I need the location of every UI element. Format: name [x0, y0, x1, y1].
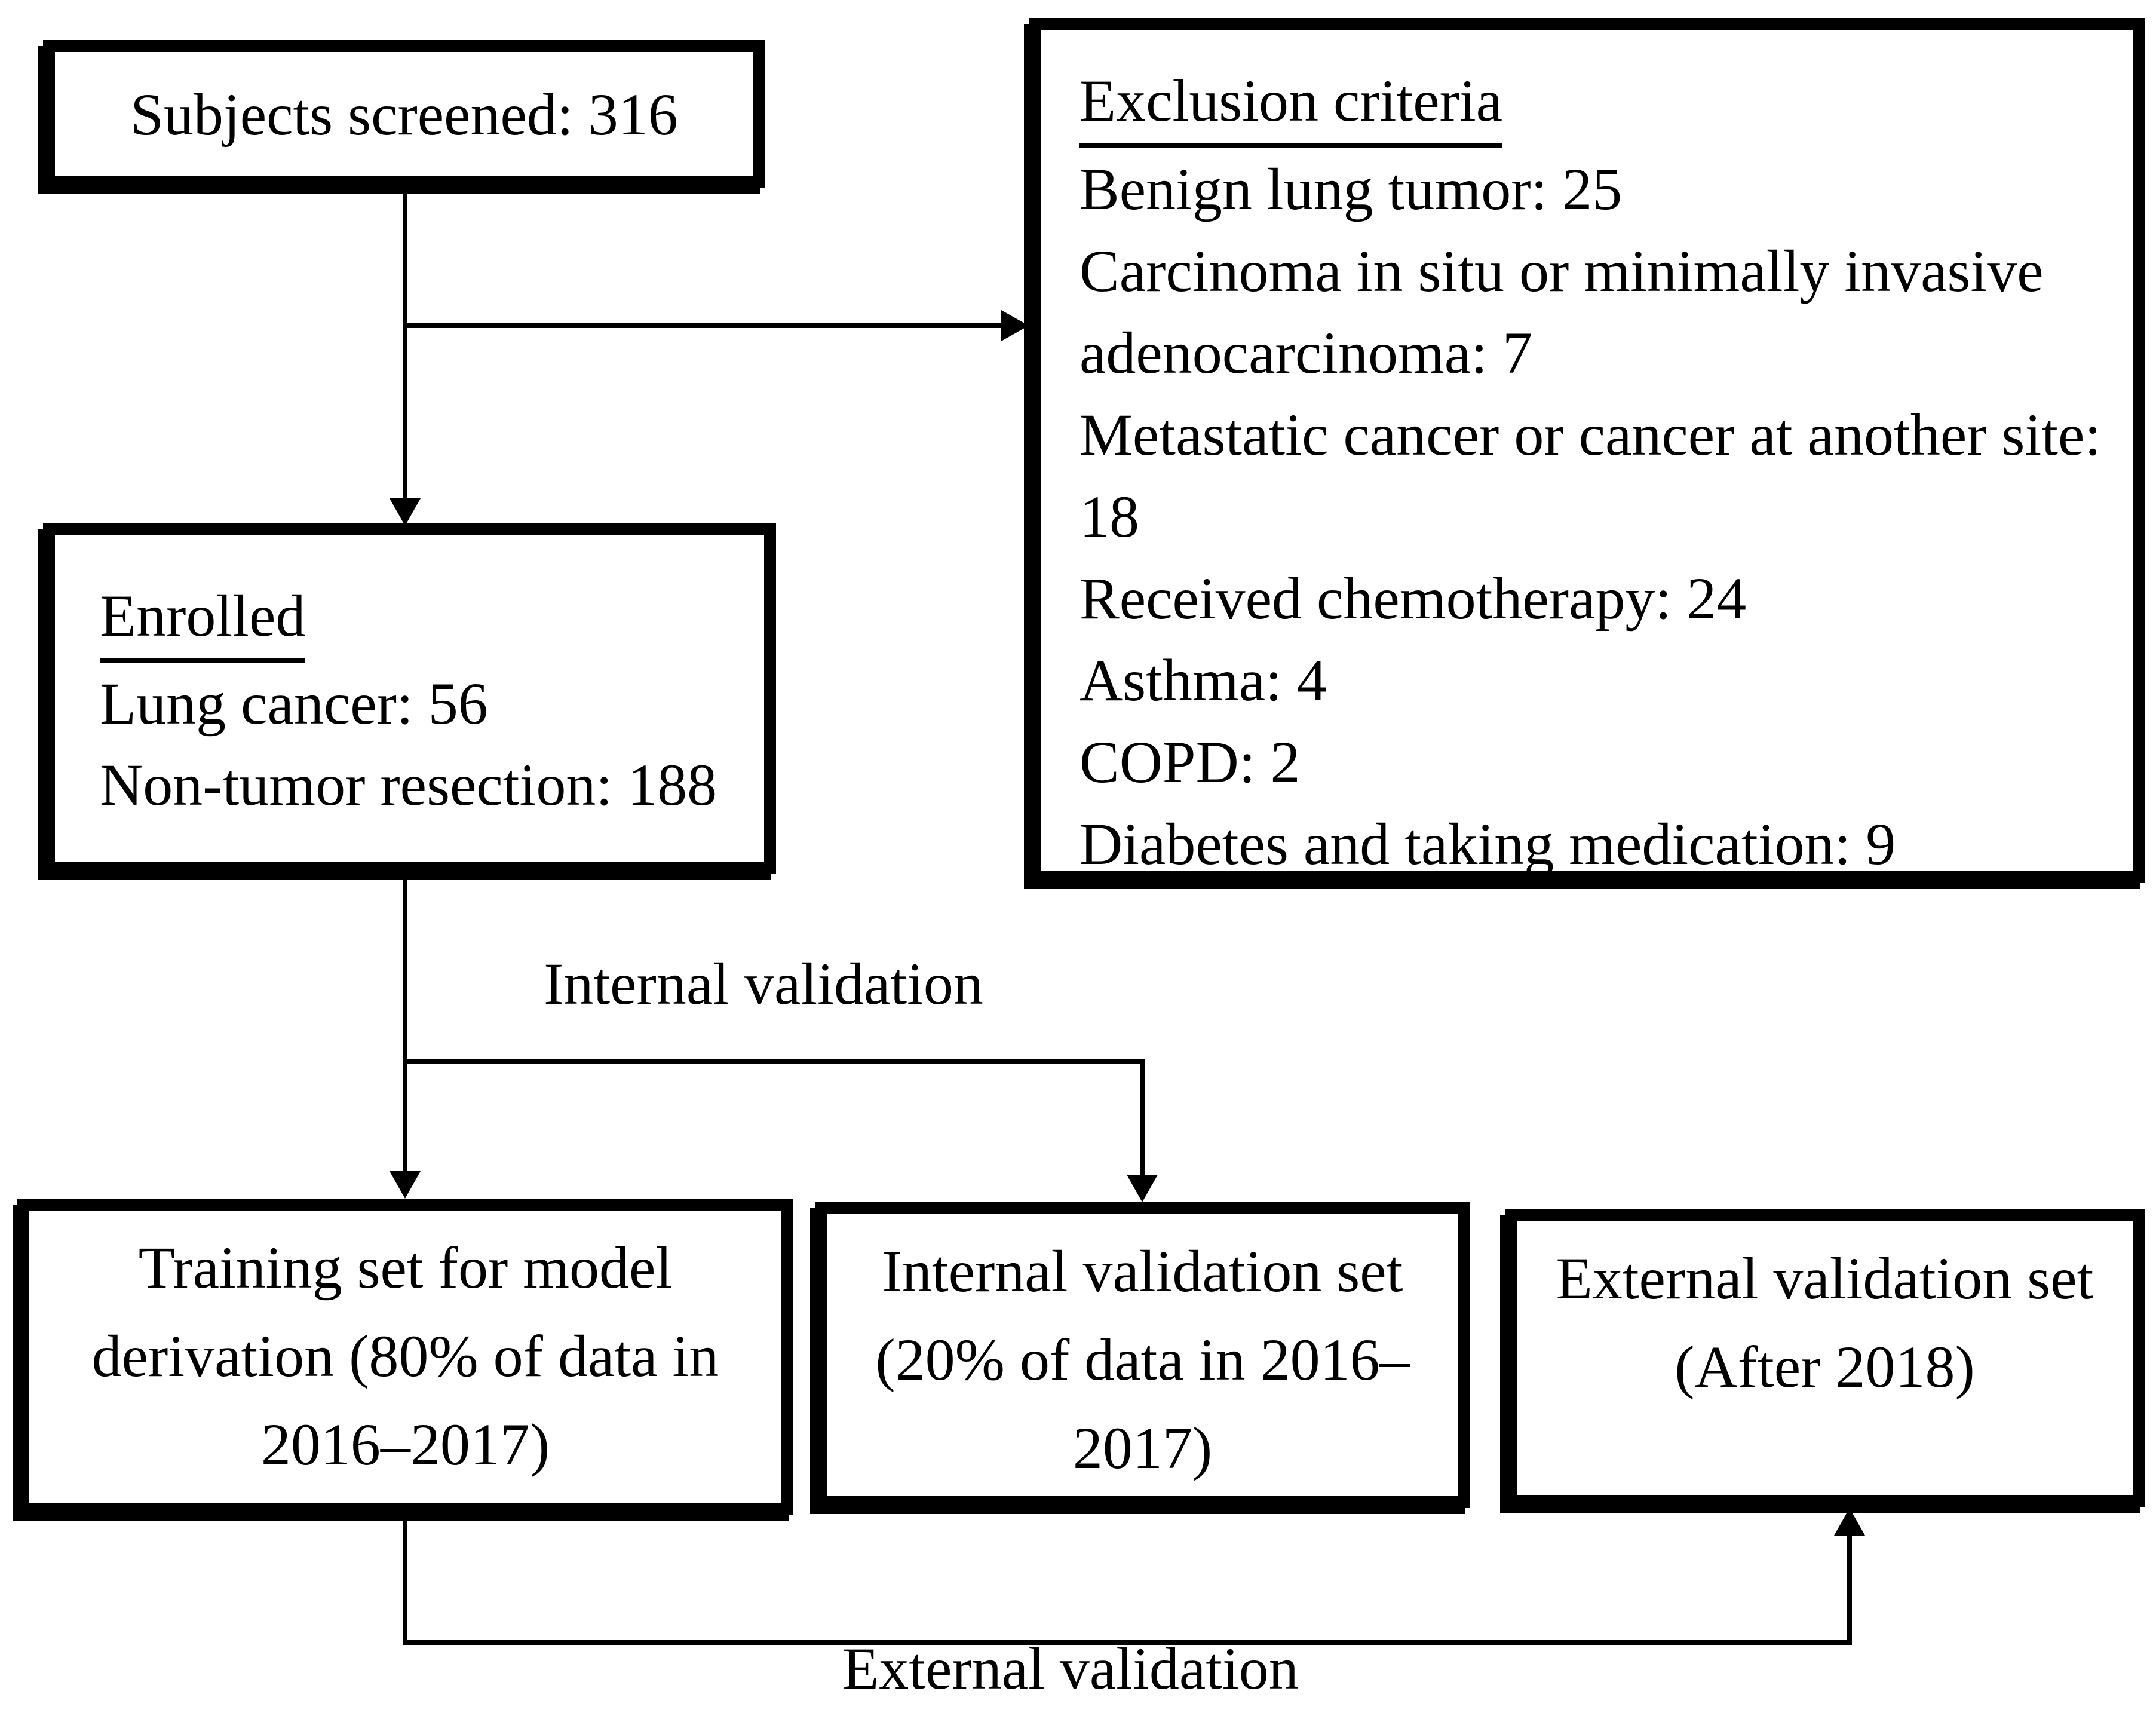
enrolled-title: Enrolled	[100, 575, 746, 663]
connector-screened-to-enrolled	[403, 188, 407, 501]
connector-external-rail	[403, 1640, 1852, 1645]
training-set-box: Training set for model derivation (80% o…	[17, 1199, 793, 1515]
exclusion-criteria-title: Exclusion criteria	[1079, 60, 2112, 148]
arrowhead-into-internal-icon	[1127, 1175, 1158, 1202]
connector-branch-to-internal	[403, 1059, 1145, 1064]
exclusion-item: Received chemotherapy: 24	[1079, 565, 1747, 632]
arrowhead-into-enrolled-icon	[390, 498, 421, 526]
connector-enrolled-to-training	[403, 874, 407, 1172]
subjects-screened-box: Subjects screened: 316	[43, 40, 765, 188]
exclusion-item: Diabetes and taking medication: 9	[1079, 811, 1896, 877]
enrolled-item: Non-tumor resection: 188	[100, 752, 717, 818]
exclusion-item: Metastatic cancer or cancer at another s…	[1079, 402, 2102, 550]
arrowhead-into-exclusion-icon	[1001, 310, 1029, 341]
enrolled-item: Lung cancer: 56	[100, 670, 488, 737]
internal-validation-set-box: Internal validation set (20% of data in …	[815, 1202, 1470, 1508]
external-validation-set-box: External validation set (After 2018)	[1505, 1209, 2145, 1507]
enrolled-box: Enrolled Lung cancer: 56 Non-tumor resec…	[43, 523, 776, 874]
internal-validation-set-text: Internal validation set (20% of data in …	[875, 1238, 1410, 1481]
training-set-text: Training set for model derivation (80% o…	[91, 1234, 719, 1478]
exclusion-item: Carcinoma in situ or minimally invasive …	[1079, 238, 2044, 386]
exclusion-item: Asthma: 4	[1079, 647, 1327, 713]
exclusion-criteria-box: Exclusion criteria Benign lung tumor: 25…	[1029, 18, 2145, 883]
connector-training-drop	[403, 1515, 407, 1642]
external-validation-label: External validation	[842, 1635, 1299, 1702]
connector-branch-drop	[1140, 1059, 1145, 1176]
exclusion-item: COPD: 2	[1079, 729, 1301, 795]
exclusion-item: Benign lung tumor: 25	[1079, 156, 1623, 222]
arrowhead-into-external-icon	[1834, 1508, 1865, 1536]
connector-to-exclusion	[403, 323, 1004, 328]
connector-external-rise	[1847, 1533, 1852, 1642]
internal-validation-label: Internal validation	[544, 951, 983, 1017]
arrowhead-into-training-icon	[390, 1171, 421, 1199]
external-validation-set-text: External validation set (After 2018)	[1556, 1245, 2094, 1400]
subjects-screened-text: Subjects screened: 316	[130, 81, 678, 148]
